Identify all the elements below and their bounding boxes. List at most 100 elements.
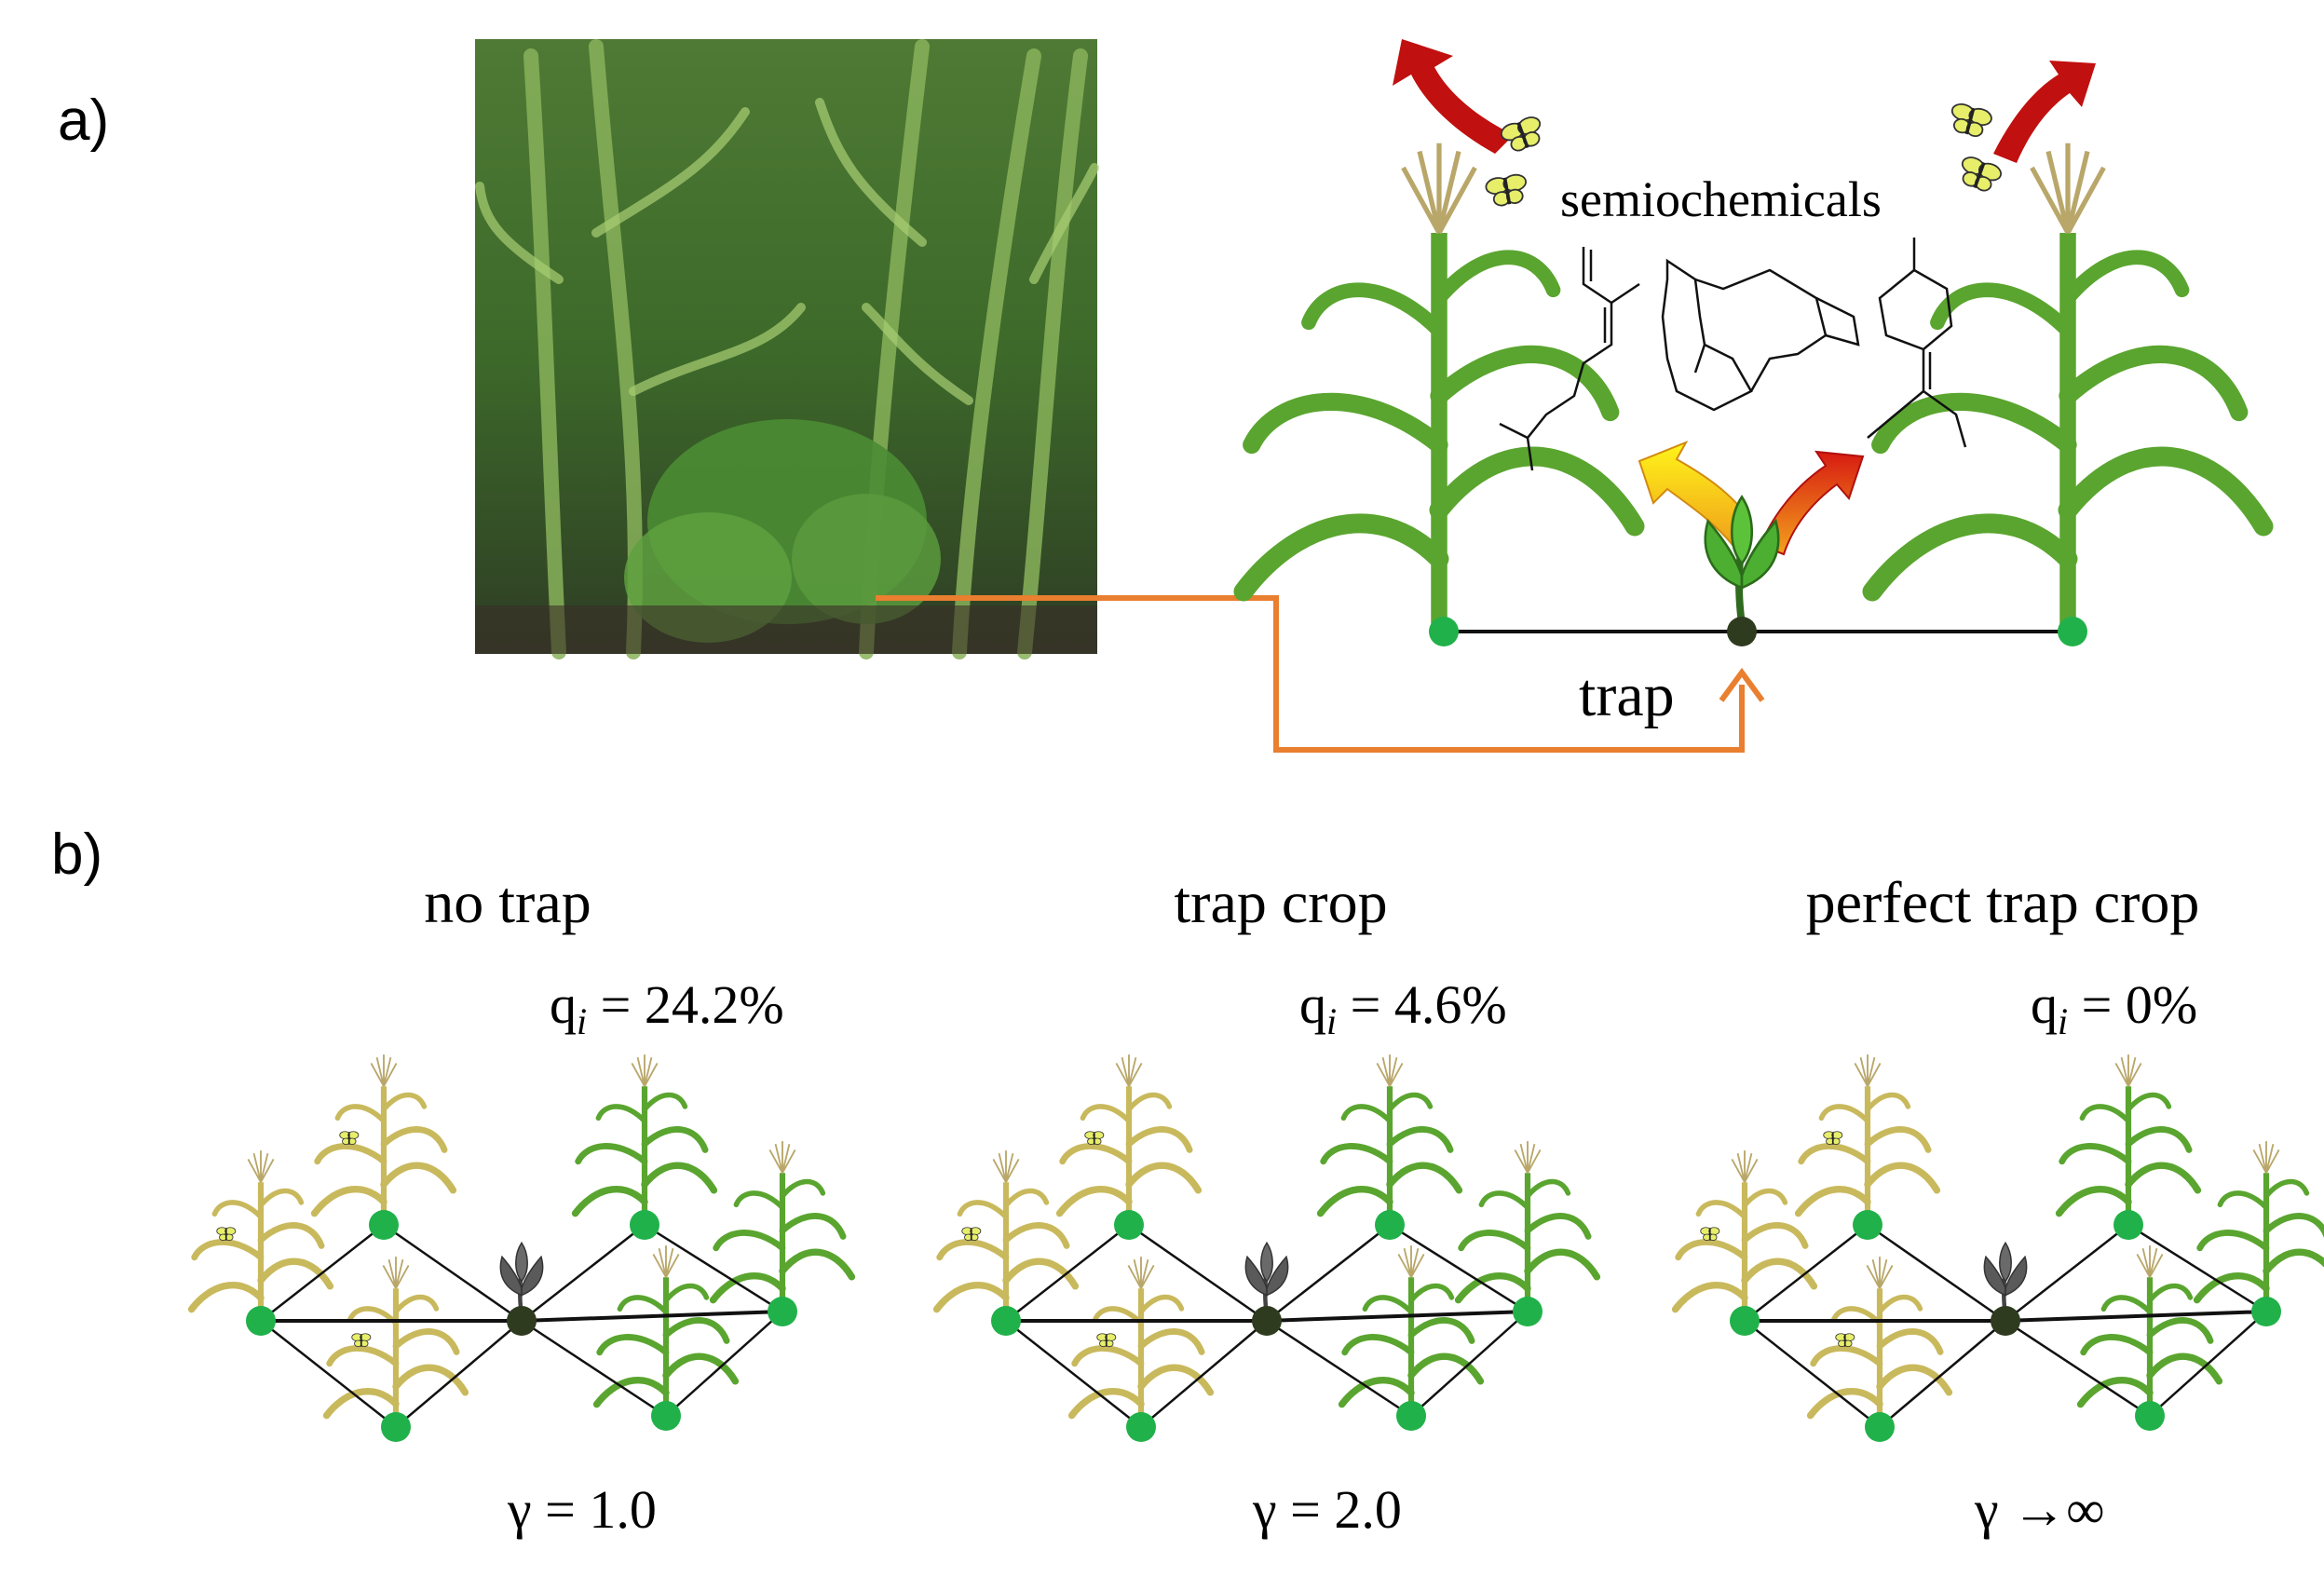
butterfly-icon [1699,1226,1720,1242]
plant-network [937,1054,1597,1442]
healthy-node-left [1429,617,1459,646]
butterfly-icon [215,1226,237,1242]
crop-node [369,1210,399,1240]
butterfly-icon [1083,1130,1105,1146]
trap-label: trap [1579,661,1675,729]
network-edge [1867,1223,2006,1323]
trap-node [1252,1306,1282,1336]
butterfly-icon [960,1226,982,1242]
network-edge [2005,1224,2129,1322]
healthy-corn-plant [2081,1245,2220,1416]
infested-corn-plant [1060,1054,1199,1225]
network-edge [1005,1320,1142,1428]
scenario-2: trap crop qi = 4.6% γ = 2.0 [937,869,1597,1540]
network-edge [644,1223,783,1313]
panel-b-label: b) [51,822,102,887]
crop-node [2251,1297,2281,1326]
infested-corn-plant [315,1054,454,1225]
crop-node [1853,1210,1882,1240]
butterfly-icon [350,1332,372,1348]
network-edge [2149,1311,2267,1417]
crop-node [651,1401,681,1431]
infested-corn-plant [937,1150,1076,1321]
healthy-corn-plant [1342,1245,1481,1416]
scenario-1: no trap qi = 24.2% γ = 1.0 [192,869,852,1540]
infested-corn-plant [1676,1150,1814,1321]
network-edge [395,1320,523,1428]
network-edge [1879,1320,2006,1428]
crop-node [1114,1210,1144,1240]
network-edge [1266,1224,1391,1322]
healthy-corn-plant [2059,1054,2198,1225]
network-edge [1005,1224,1130,1322]
crop-node [1513,1297,1543,1326]
trap-plant [500,1243,542,1316]
healthy-node-right [2058,617,2087,646]
trap-plant [1704,495,1780,625]
network-edge [260,1224,385,1322]
trap-node [507,1306,537,1336]
network-edge [260,1320,397,1428]
butterfly-icon [1497,113,1549,156]
infestation-rate-label: qi = 4.6% [1299,974,1507,1042]
network-edge [1389,1223,1529,1313]
butterfly-icon [338,1130,360,1146]
crop-node [1375,1210,1405,1240]
crop-node [2113,1210,2143,1240]
trap-node [1991,1306,2020,1336]
network-edge [1744,1224,1869,1322]
trap-node [1727,617,1757,646]
network-edge [383,1223,523,1323]
crop-node [1865,1412,1895,1442]
plant-network [192,1054,852,1442]
crop-node [1396,1401,1426,1431]
scenario-title: no trap [424,869,591,935]
butterfly-icon [1483,171,1531,210]
gamma-label: γ = 1.0 [507,1479,657,1540]
infested-corn-plant [1799,1054,1937,1225]
butterfly-icon [1095,1332,1117,1348]
infested-corn-plant [1811,1257,1950,1427]
butterfly-icon [1953,153,2005,197]
network-edge [1410,1311,1529,1417]
network-edge [521,1310,783,1323]
network-edge [1266,1319,1412,1418]
photo-to-trap-connector [876,595,1745,753]
network-edge [2005,1310,2267,1323]
connector-arrowhead [1719,667,1765,702]
network-edge [521,1224,646,1322]
healthy-corn-plant [1321,1054,1460,1225]
network-edge [1266,1310,1529,1323]
scenario-title: trap crop [1174,869,1387,935]
panel-a-label: a) [58,88,109,153]
healthy-corn-plant [714,1141,852,1312]
butterfly-icon [1822,1130,1843,1146]
yellow-attraction-arrow [1638,441,1753,547]
semiochemicals-label: semiochemicals [1560,171,1882,227]
healthy-corn-plant [576,1054,714,1225]
infested-corn-plant [1072,1257,1211,1427]
molecule-structures [1499,238,1967,471]
crop-node [630,1210,659,1240]
gamma-label: γ →∞ [1974,1479,2104,1540]
right-red-arrow [1993,61,2096,163]
crop-node [1126,1412,1156,1442]
crop-node [2135,1401,2165,1431]
plant-network [1676,1054,2324,1442]
gamma-label: γ = 2.0 [1252,1479,1402,1540]
infestation-rate-label: qi = 24.2% [550,974,784,1042]
network-edge [1744,1320,1881,1428]
network-edge [1140,1320,1268,1428]
network-edge [521,1319,667,1418]
network-edge [1128,1223,1268,1323]
infested-corn-plant [327,1257,466,1427]
crop-node [381,1412,411,1442]
infested-corn-plant [192,1150,331,1321]
red-attraction-arrow [1759,450,1865,556]
scenario-title: perfect trap crop [1806,869,2200,935]
healthy-corn-plant [2197,1141,2324,1312]
network-edge [665,1311,783,1417]
butterfly-icon [1834,1332,1855,1348]
